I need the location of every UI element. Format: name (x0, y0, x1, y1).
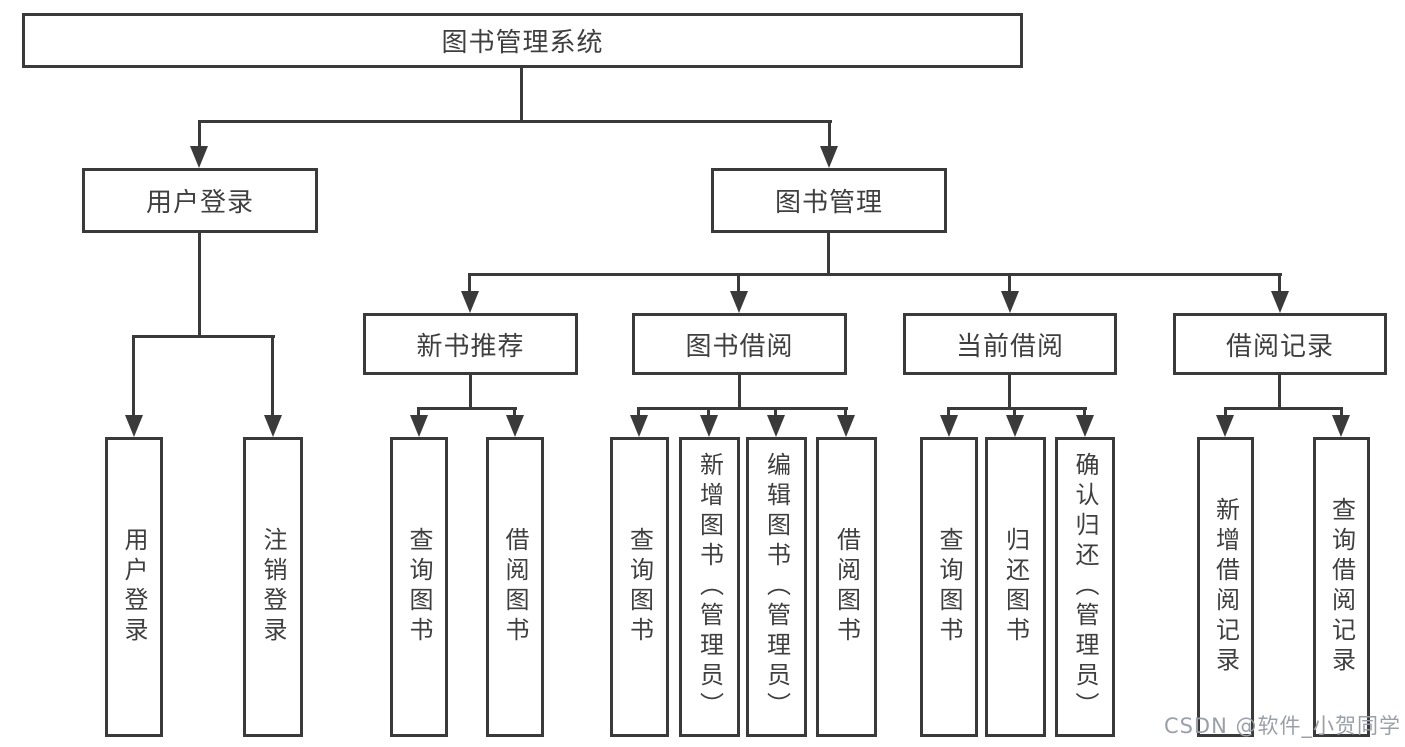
leaf-query-books-current: 查询图书 (920, 437, 978, 737)
connector-line (738, 375, 741, 410)
leaf-user-login-label: 用户登录 (120, 527, 148, 647)
node-borrowing-records: 借阅记录 (1173, 313, 1387, 375)
leaf-return-books-label: 归还图书 (1001, 527, 1030, 647)
node-library-system-label: 图书管理系统 (441, 28, 604, 58)
connector-line (707, 407, 710, 417)
leaf-add-borrow-record-label: 新增借阅记录 (1211, 497, 1240, 677)
connector-line (132, 335, 275, 338)
leaf-edit-books-admin-label: 编辑图书（管理员） (762, 452, 791, 722)
arrow-down-icon (730, 291, 748, 313)
arrow-down-icon (1001, 291, 1019, 313)
connector-line (1083, 407, 1086, 417)
connector-line (417, 407, 420, 417)
connector-line (1278, 375, 1281, 410)
connector-line (271, 335, 274, 417)
leaf-user-login: 用户登录 (105, 437, 163, 737)
csdn-watermark: CSDN @软件_小贺同学 (1163, 714, 1401, 738)
node-book-borrowing: 图书借阅 (632, 313, 847, 375)
node-new-book-recommend: 新书推荐 (363, 313, 578, 375)
connector-line (1224, 407, 1227, 417)
leaf-edit-books-admin: 编辑图书（管理员） (746, 437, 807, 737)
leaf-borrow-books-recommend: 借阅图书 (486, 437, 544, 737)
arrow-down-icon (125, 415, 143, 437)
connector-line (1013, 407, 1016, 417)
connector-line (637, 407, 848, 410)
leaf-return-books: 归还图书 (985, 437, 1046, 737)
leaf-confirm-return-admin: 确认归还（管理员） (1055, 437, 1115, 737)
connector-line (827, 233, 830, 276)
arrow-down-icon (1332, 415, 1350, 437)
connector-line (132, 335, 135, 417)
node-book-management-label: 图书管理 (774, 188, 883, 218)
arrow-down-icon (940, 415, 958, 437)
connector-line (1340, 407, 1343, 417)
leaf-query-books-current-label: 查询图书 (935, 527, 963, 647)
connector-line (520, 68, 523, 123)
arrow-down-icon (820, 146, 838, 168)
leaf-add-books-admin: 新增图书（管理员） (679, 437, 740, 737)
leaf-query-borrow-record: 查询借阅记录 (1313, 437, 1370, 737)
leaf-confirm-return-admin-label: 确认归还（管理员） (1071, 452, 1099, 722)
leaf-logout: 注销登录 (243, 437, 303, 737)
arrow-down-icon (506, 415, 524, 437)
node-user-login-label: 用户登录 (145, 188, 254, 218)
node-library-system: 图书管理系统 (22, 13, 1023, 68)
node-current-borrowing: 当前借阅 (903, 313, 1117, 375)
connector-line (198, 120, 201, 150)
leaf-query-books-borrowing-label: 查询图书 (625, 527, 654, 647)
leaf-add-borrow-record: 新增借阅记录 (1197, 437, 1254, 737)
arrow-down-icon (1271, 291, 1289, 313)
connector-line (637, 407, 640, 417)
leaf-borrow-books-recommend-label: 借阅图书 (501, 527, 529, 647)
connector-line (947, 407, 950, 417)
arrow-down-icon (461, 291, 479, 313)
node-current-borrowing-label: 当前借阅 (955, 331, 1064, 362)
arrow-down-icon (410, 415, 428, 437)
node-book-management: 图书管理 (711, 168, 947, 233)
connector-line (198, 233, 201, 338)
arrow-down-icon (264, 415, 282, 437)
leaf-add-books-admin-label: 新增图书（管理员） (695, 452, 724, 722)
connector-line (947, 407, 1087, 410)
leaf-query-books-recommend-label: 查询图书 (405, 527, 433, 647)
connector-line (774, 407, 777, 417)
arrow-down-icon (190, 146, 208, 168)
node-borrowing-records-label: 借阅记录 (1225, 331, 1334, 362)
leaf-query-borrow-record-label: 查询借阅记录 (1327, 497, 1356, 677)
arrow-down-icon (700, 415, 718, 437)
connector-line (468, 273, 471, 293)
node-user-login: 用户登录 (82, 168, 318, 233)
arrow-down-icon (1076, 415, 1094, 437)
connector-line (468, 273, 1282, 276)
leaf-query-books-borrowing: 查询图书 (610, 437, 669, 737)
node-new-book-recommend-label: 新书推荐 (416, 331, 525, 362)
connector-line (1278, 273, 1281, 293)
connector-line (844, 407, 847, 417)
leaf-borrow-books-label: 借阅图书 (832, 527, 861, 647)
connector-line (1008, 273, 1011, 293)
arrow-down-icon (1006, 415, 1024, 437)
connector-line (1008, 375, 1011, 410)
leaf-query-books-recommend: 查询图书 (390, 437, 448, 737)
connector-line (513, 407, 516, 417)
arrow-down-icon (767, 415, 785, 437)
connector-line (198, 120, 832, 123)
connector-line (417, 407, 517, 410)
connector-line (469, 375, 472, 410)
arrow-down-icon (1216, 415, 1234, 437)
leaf-logout-label: 注销登录 (259, 527, 287, 647)
leaf-borrow-books: 借阅图书 (816, 437, 877, 737)
connector-line (828, 120, 831, 150)
connector-line (737, 273, 740, 293)
arrow-down-icon (630, 415, 648, 437)
node-book-borrowing-label: 图书借阅 (685, 331, 794, 362)
arrow-down-icon (837, 415, 855, 437)
connector-line (1224, 407, 1343, 410)
